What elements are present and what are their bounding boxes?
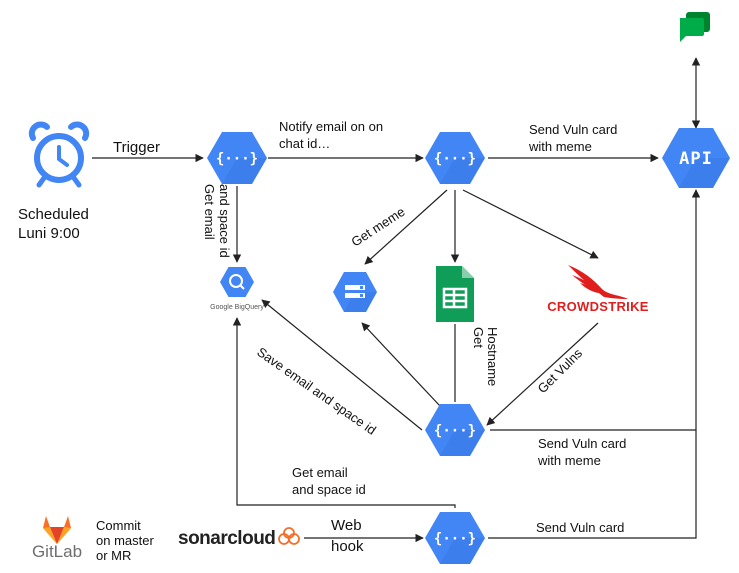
edge-label-get-hostname-line2: Hostname (485, 327, 500, 386)
edge-label-get-meme: Get meme (348, 204, 407, 250)
edge-label-get-vulns: Get Vulns (535, 345, 586, 396)
cloud-function-icon: {···} (425, 132, 485, 184)
edge-label-get-email-bottom-line2: and space id (292, 482, 366, 497)
edge-label-send-vuln-top-line2: with meme (528, 139, 592, 154)
sonarcloud-logo-icon (278, 527, 300, 545)
edge-label-commit-line1: Commit (96, 518, 141, 533)
edge-label-send-vuln-top-line1: Send Vuln card (529, 122, 617, 137)
edge-label-send-vuln-bottom-line2: with meme (537, 453, 601, 468)
cloud-function-icon: {···} (425, 404, 485, 456)
edge-label-commit-line3: or MR (96, 548, 131, 563)
function-symbol: {···} (216, 151, 258, 167)
edge-fn2-crowdstrike (462, 189, 599, 259)
scheduler-label-line1: Scheduled (18, 206, 89, 223)
cloud-function-icon: {···} (425, 512, 485, 564)
gitlab-label: GitLab (32, 542, 82, 561)
edge-label-get-hostname-line1: Get (471, 327, 486, 348)
edge-label-commit-line2: on master (96, 533, 154, 548)
edge-label-get-email-line2: and space id (217, 184, 232, 258)
edge-get-vulns (486, 322, 599, 426)
bigquery-icon (220, 267, 254, 297)
function-symbol: {···} (434, 423, 476, 439)
edge-label-save-email: Save email and space id (254, 344, 379, 438)
google-chat-icon (679, 12, 710, 42)
edge-label-send-vuln-bottom-line1: Send Vuln card (538, 436, 626, 451)
edge-label-webhook-line2: hook (331, 538, 364, 555)
edge-label-notify-line2: chat id… (279, 136, 330, 151)
alarm-clock-icon (28, 121, 90, 188)
edge-get-meme (364, 189, 448, 265)
function-symbol: {···} (434, 151, 476, 167)
edge-send-vuln-card (488, 430, 697, 539)
edge-fn3-storage (361, 322, 441, 407)
edge-save-email (261, 299, 423, 431)
function-symbol: {···} (434, 531, 476, 547)
crowdstrike-label: CROWDSTRIKE (547, 299, 649, 314)
api-gateway-icon: API (662, 128, 730, 188)
cloud-function-icon: {···} (207, 132, 267, 184)
edge-get-email-space-bottom (232, 317, 456, 508)
edge-label-send-vuln-card: Send Vuln card (536, 520, 624, 535)
google-sheets-icon (436, 266, 474, 322)
bigquery-label: Google BigQuery (210, 304, 264, 311)
edge-label-notify-line1: Notify email on on (279, 119, 383, 134)
gitlab-logo-icon (43, 516, 71, 544)
edge-label-get-email-line1: Get email (202, 184, 217, 240)
cloud-storage-icon (333, 272, 377, 312)
sonarcloud-label: sonarcloud (178, 528, 275, 549)
edge-label-trigger: Trigger (113, 139, 160, 156)
api-label: API (679, 149, 713, 169)
scheduler-label-line2: Luni 9:00 (18, 225, 80, 242)
edge-label-webhook-line1: Web (331, 517, 362, 534)
crowdstrike-falcon-icon (568, 265, 628, 299)
edge-label-get-email-bottom-line1: Get email (292, 465, 348, 480)
